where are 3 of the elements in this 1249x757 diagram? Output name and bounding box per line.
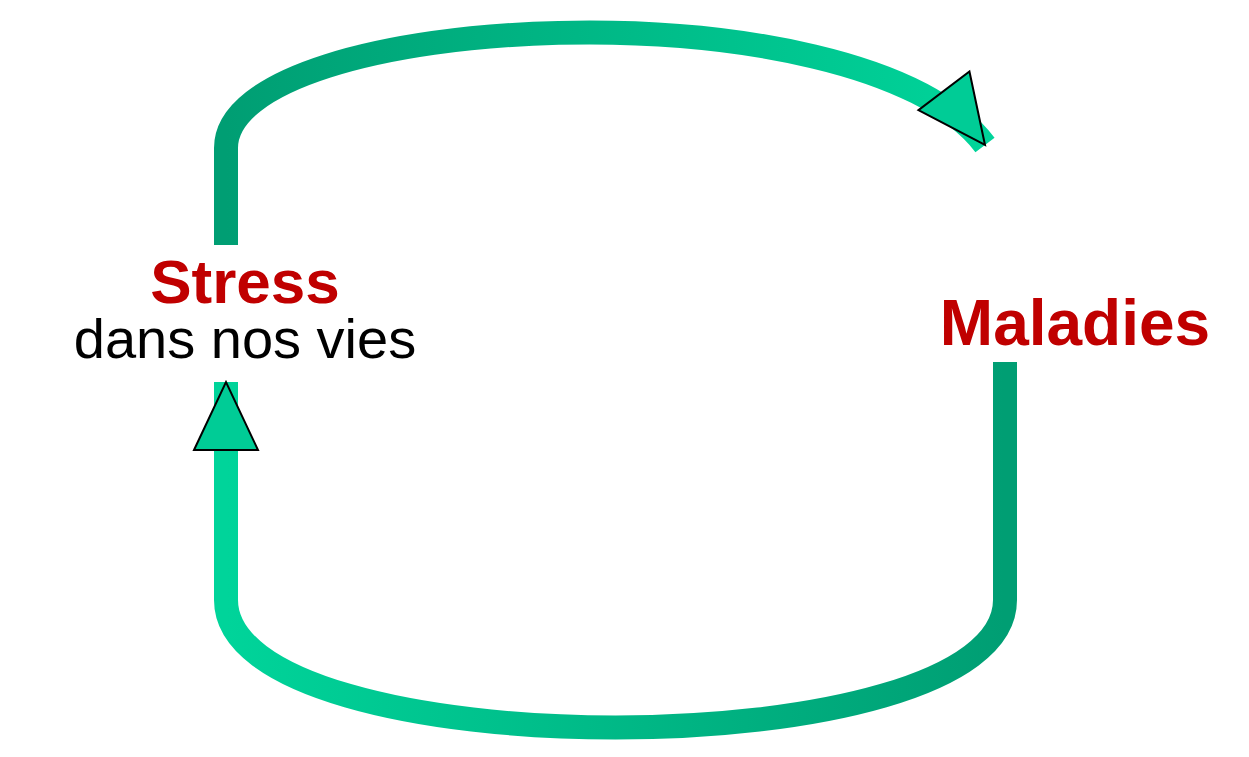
curved-arrow xyxy=(214,20,994,245)
disease-label: Maladies xyxy=(938,286,1212,361)
curved-arrow xyxy=(193,362,1017,740)
